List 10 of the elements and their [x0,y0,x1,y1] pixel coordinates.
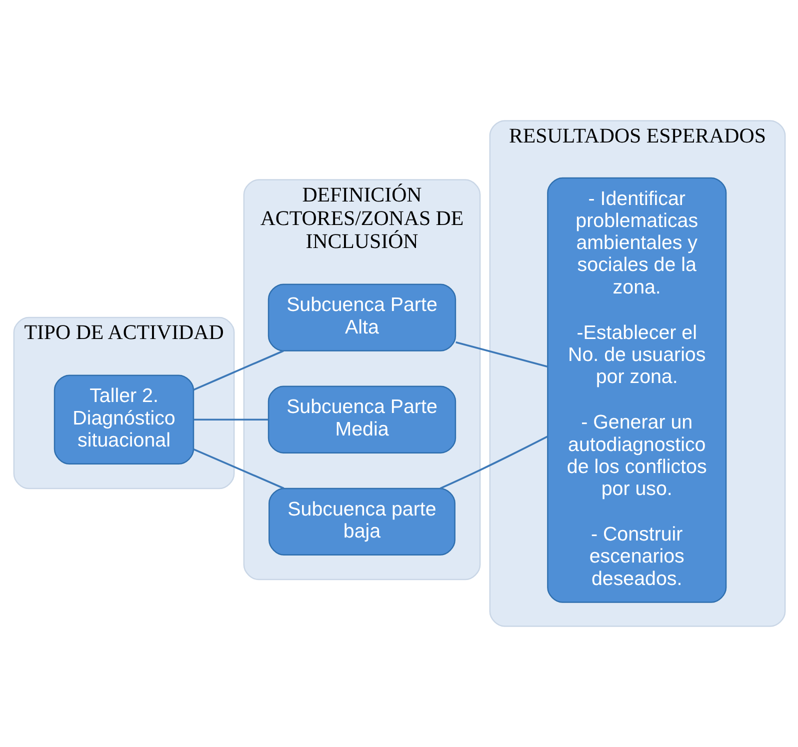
connector [193,418,268,421]
node-box: - Identificar problematicas ambientales y sociales de la zona. -Establecer el No. de usuarios por zona. - Generar un autodiagnostico de los conflictos por uso. - Construir escenarios deseados. [546,177,726,603]
connector [455,341,548,368]
node-box: Taller 2. Diagnóstico situacional [53,374,194,464]
connector [192,350,284,391]
connector [439,436,548,490]
node-box: Subcuenca parte baja [268,488,455,556]
connector [192,448,284,490]
node-box: Subcuenca Parte Media [267,386,456,454]
node-box: Subcuenca Parte Alta [267,284,456,352]
